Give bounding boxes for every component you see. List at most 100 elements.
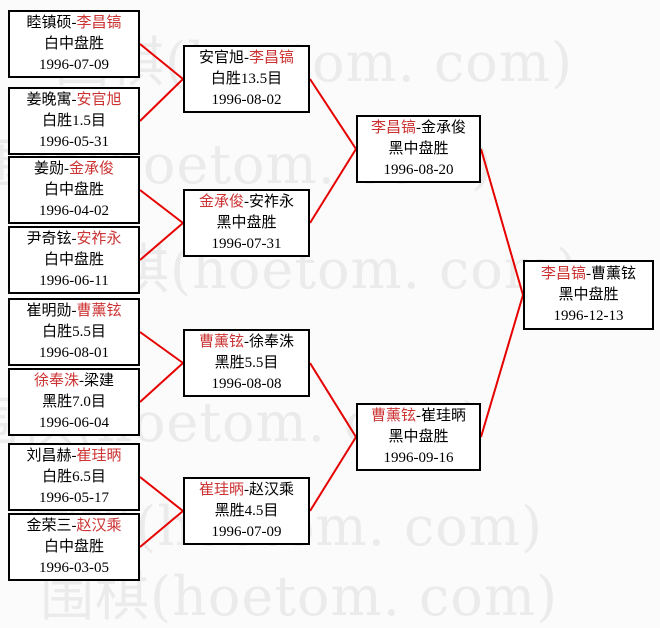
match-result: 黑中盘胜 [388, 428, 449, 445]
match-result: 白胜13.5目 [210, 70, 283, 87]
match-date: 1996-08-02 [211, 91, 282, 108]
player-name: 金荣三- [26, 517, 77, 534]
match-date: 1996-06-11 [39, 272, 109, 289]
player-name: -崔珪昞 [416, 407, 466, 424]
player-name: 崔明勋- [26, 302, 77, 319]
match-result: 白中盘胜 [43, 35, 104, 52]
winner-name: 李昌镐 [248, 49, 294, 66]
match-result: 白胜6.5目 [42, 468, 106, 485]
match-result: 白中盘胜 [43, 538, 104, 555]
match-result: 白胜1.5目 [42, 112, 106, 129]
match-box-r2-1: 安官旭-李昌镐 白胜13.5目 1996-08-02 [183, 45, 310, 113]
match-date: 1996-08-01 [39, 344, 109, 361]
match-date: 1996-07-09 [39, 56, 109, 73]
match-box-r2-2: 金承俊-安祚永 黑中盘胜 1996-07-31 [183, 189, 310, 257]
match-players: 刘昌赫-崔珪昞 [10, 446, 138, 467]
winner-name: 金承俊 [198, 193, 244, 210]
match-date: 1996-05-31 [39, 133, 109, 150]
connector-line [309, 436, 357, 512]
match-date: 1996-08-08 [211, 375, 282, 392]
match-box-r1-7: 刘昌赫-崔珪昞 白胜6.5目 1996-05-17 [8, 443, 140, 511]
match-date: 1996-06-04 [39, 414, 109, 431]
connector-line [309, 148, 357, 224]
connector-line [139, 331, 184, 364]
match-date: 1996-07-31 [211, 235, 282, 252]
connector-line [139, 78, 184, 122]
winner-name: 曹薰铉 [198, 333, 244, 350]
connector-line [480, 148, 524, 296]
winner-name: 曹薰铉 [76, 302, 122, 319]
connector-line [139, 189, 184, 224]
connector-line [139, 362, 184, 403]
match-result: 黑胜4.5目 [214, 502, 279, 519]
player-name: -徐奉洙 [244, 333, 294, 350]
match-date: 1996-07-09 [211, 523, 282, 540]
winner-name: 赵汉乘 [76, 517, 122, 534]
match-players: 姜晚寓-安官旭 [10, 90, 138, 111]
winner-name: 李昌镐 [540, 265, 586, 282]
player-name: -金承俊 [416, 119, 466, 136]
winner-name: 崔珪昞 [198, 481, 244, 498]
winner-name: 金承俊 [68, 160, 114, 177]
match-players: 曹薰铉-徐奉洙 [185, 332, 308, 353]
match-date: 1996-05-17 [39, 489, 109, 506]
match-result: 黑胜5.5目 [214, 354, 279, 371]
match-players: 李昌镐-金承俊 [358, 118, 479, 139]
match-result: 白中盘胜 [43, 181, 104, 198]
player-name: 安官旭- [198, 49, 249, 66]
match-players: 李昌镐-曹薰铉 [525, 264, 652, 285]
connector-line [139, 476, 184, 512]
player-name: -赵汉乘 [244, 481, 294, 498]
winner-name: 徐奉洙 [33, 372, 79, 389]
connector-group [139, 43, 524, 548]
match-date: 1996-04-02 [39, 202, 109, 219]
connector-line [139, 510, 184, 548]
winner-name: 安官旭 [76, 91, 122, 108]
match-date: 1996-12-13 [553, 307, 624, 324]
match-box-r1-8: 金荣三-赵汉乘 白中盘胜 1996-03-05 [8, 513, 140, 581]
match-box-r1-5: 崔明勋-曹薰铉 白胜5.5目 1996-08-01 [8, 298, 140, 366]
player-name: 姜晚寓- [26, 91, 77, 108]
player-name: -安祚永 [244, 193, 294, 210]
match-players: 曹薰铉-崔珪昞 [358, 406, 479, 427]
connector-line [139, 43, 184, 80]
match-result: 黑中盘胜 [388, 140, 449, 157]
player-name: 姜勋- [33, 160, 69, 177]
player-name: 睦镇硕- [26, 14, 77, 31]
winner-name: 李昌镐 [370, 119, 416, 136]
player-name: -梁建 [79, 372, 114, 389]
player-name: -曹薰铉 [586, 265, 636, 282]
match-players: 安官旭-李昌镐 [185, 48, 308, 69]
connector-line [309, 362, 357, 438]
winner-name: 曹薰铉 [370, 407, 416, 424]
match-result: 白中盘胜 [43, 251, 104, 268]
match-result: 黑胜7.0目 [42, 393, 106, 410]
match-date: 1996-03-05 [39, 559, 109, 576]
winner-name: 安祚永 [76, 230, 122, 247]
match-box-r1-6: 徐奉洙-梁建 黑胜7.0目 1996-06-04 [8, 368, 140, 436]
winner-name: 崔珪昞 [76, 447, 122, 464]
match-box-r1-4: 尹奇铉-安祚永 白中盘胜 1996-06-11 [8, 226, 140, 294]
connector-lines [139, 43, 524, 548]
connector-line [309, 78, 357, 150]
match-box-r3-1: 李昌镐-金承俊 黑中盘胜 1996-08-20 [356, 115, 481, 183]
match-result: 黑中盘胜 [558, 286, 619, 303]
match-date: 1996-09-16 [383, 449, 454, 466]
connector-line [480, 294, 524, 438]
match-result: 白胜5.5目 [42, 323, 106, 340]
match-date: 1996-08-20 [383, 161, 454, 178]
connector-line [139, 222, 184, 261]
winner-name: 李昌镐 [76, 14, 122, 31]
match-players: 徐奉洙-梁建 [10, 371, 138, 392]
match-players: 姜勋-金承俊 [10, 159, 138, 180]
match-players: 金承俊-安祚永 [185, 192, 308, 213]
match-players: 金荣三-赵汉乘 [10, 516, 138, 537]
match-box-r1-1: 睦镇硕-李昌镐 白中盘胜 1996-07-09 [8, 10, 140, 78]
match-box-r2-3: 曹薰铉-徐奉洙 黑胜5.5目 1996-08-08 [183, 329, 310, 397]
match-box-r1-2: 姜晚寓-安官旭 白胜1.5目 1996-05-31 [8, 87, 140, 155]
match-box-final: 李昌镐-曹薰铉 黑中盘胜 1996-12-13 [523, 260, 654, 330]
player-name: 刘昌赫- [26, 447, 77, 464]
match-players: 崔珪昞-赵汉乘 [185, 480, 308, 501]
match-players: 尹奇铉-安祚永 [10, 229, 138, 250]
match-players: 崔明勋-曹薰铉 [10, 301, 138, 322]
